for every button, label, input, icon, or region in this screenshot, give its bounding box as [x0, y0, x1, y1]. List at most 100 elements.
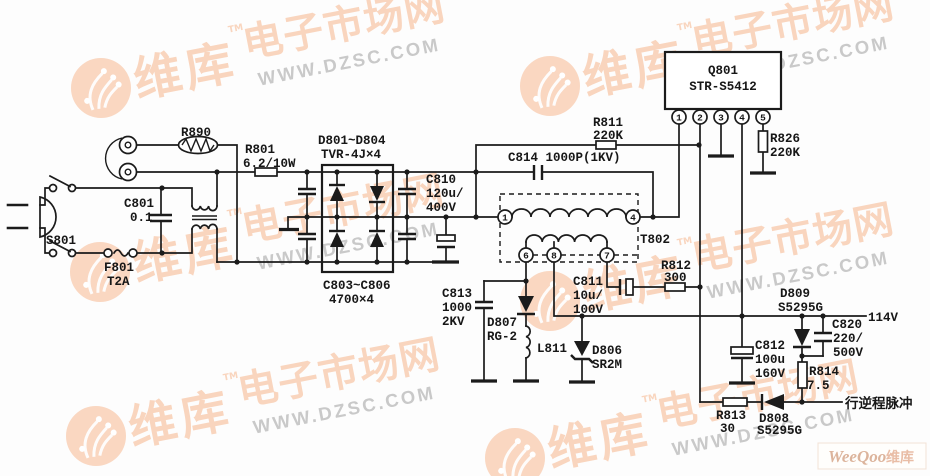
label-flyback-pulse: 行逆程脉冲: [844, 395, 913, 412]
ic-q801: Q801 STR-S5412 1 2 3 4 5: [663, 50, 783, 158]
watermark-brand: 维库: [129, 34, 242, 109]
label-c813: C813: [442, 287, 472, 301]
diode-d809: D809 S5295G: [778, 287, 823, 349]
t802-pin-8: 8: [551, 251, 557, 262]
watermark-tile-bottom-left: 维库 TM 电子市场网 WWW.DZSC.COM: [66, 331, 444, 466]
watermark-tile-top-left: 维库 TM 电子市场网 WWW.DZSC.COM: [71, 0, 449, 118]
label-q801-part: STR-S5412: [689, 80, 757, 94]
label-c820-v1: 220/: [833, 332, 863, 346]
label-r811: R811: [593, 116, 623, 130]
capacitor-c820: C820 220/ 500V: [814, 318, 864, 360]
label-c810: C810: [426, 173, 456, 187]
weiku-logo-icon: [71, 58, 131, 118]
resistor-r814: R814 7.5: [797, 361, 840, 393]
label-r813: R813: [716, 409, 746, 423]
label-d806-value: SR2M: [592, 358, 622, 372]
transformer-t802: 1 4 6 8 7 T802: [497, 193, 670, 263]
label-c803-c806-value: 4700×4: [329, 293, 375, 307]
label-r814: R814: [809, 365, 840, 379]
q801-pin-4: 4: [739, 113, 745, 124]
capacitor-c812: C812 100u 160V: [729, 339, 786, 385]
fuse-f801: F801 T2A: [103, 248, 138, 289]
label-d806: D806: [592, 344, 622, 358]
watermark-tile-mid-right: 维库 TM 电子市场网 WWW.DZSC.COM: [520, 196, 898, 331]
label-c810-v1: 120u/: [426, 187, 464, 201]
capacitor-c814: C814 1000P(1KV): [508, 151, 621, 180]
watermark-tm: TM: [676, 21, 693, 34]
label-c812-v1: 100u: [755, 353, 785, 367]
label-c811-v2: 100V: [573, 303, 604, 317]
diode-d807: D807 RG-2: [487, 296, 535, 344]
label-d801-d804: D801~D804: [318, 134, 386, 148]
watermark-tm: TM: [641, 393, 658, 406]
label-c813-v2: 2KV: [442, 315, 465, 329]
label-d808: D808: [759, 412, 789, 426]
diode-d808: D808 S5295G: [757, 394, 802, 438]
watermark-tm: TM: [676, 236, 693, 249]
watermark-brand: 维库: [124, 382, 237, 457]
label-c812-v2: 160V: [755, 367, 786, 381]
label-r801-value: 6.2/10W: [243, 157, 296, 171]
capacitor-c813: C813 1000 2KV: [442, 287, 497, 383]
label-r813-value: 30: [720, 422, 735, 436]
label-c801-value: 0.1: [130, 211, 153, 225]
badge-brand: WeeQoo: [828, 447, 886, 466]
wire-layer: [6, 123, 867, 403]
capacitor-c801: C801 0.1: [124, 197, 172, 225]
resistor-r813: R813 30: [716, 397, 748, 436]
switch-s801: S801: [46, 174, 77, 258]
label-c811: C811: [573, 275, 603, 289]
zener-d806: D806 SR2M: [569, 341, 622, 384]
label-f801: F801: [104, 261, 134, 275]
label-r826-value: 220K: [770, 146, 801, 160]
label-c820-v2: 500V: [833, 346, 864, 360]
label-c811-v1: 10u/: [573, 289, 603, 303]
watermark-brand: 维库: [128, 218, 241, 293]
watermark-tm: TM: [227, 23, 244, 36]
label-c810-v2: 400V: [426, 201, 457, 215]
label-r890: R890: [181, 126, 211, 140]
inductor-l811: L811: [513, 325, 567, 383]
weeqoo-badge: WeeQoo 维库: [817, 442, 927, 470]
t802-pin-4: 4: [630, 213, 636, 224]
label-f801-value: T2A: [107, 275, 130, 289]
q801-pin-2: 2: [697, 113, 703, 124]
resistor-r801: R801 6.2/10W: [243, 143, 296, 177]
label-r811-value: 220K: [593, 129, 624, 143]
label-r812: R812: [661, 259, 691, 273]
ac-plug: [39, 195, 57, 239]
degauss-connector: [104, 135, 138, 182]
label-c803-c806: C803~C806: [323, 279, 391, 293]
t802-pin-6: 6: [523, 251, 529, 262]
resistor-r826: R826 220K: [750, 130, 801, 175]
capacitor-c810: C810 120u/ 400V: [426, 173, 464, 264]
label-l811: L811: [537, 342, 567, 356]
q801-pin-1: 1: [676, 113, 682, 124]
label-r826: R826: [770, 132, 800, 146]
label-c820: C820: [832, 318, 862, 332]
posistor-r890: R890: [177, 126, 219, 155]
line-filter: [191, 205, 218, 230]
capacitor-c811: C811 10u/ 100V: [573, 275, 634, 317]
t802-pin-1: 1: [502, 213, 508, 224]
label-t802: T802: [640, 233, 670, 247]
badge-suffix: 维库: [886, 449, 914, 466]
label-d801-d804-value: TVR-4J×4: [321, 148, 382, 162]
label-r812-value: 300: [664, 271, 687, 285]
label-c814: C814 1000P(1KV): [508, 151, 621, 165]
q801-pin-3: 3: [718, 113, 724, 124]
label-q801: Q801: [708, 64, 738, 78]
label-d808-value: S5295G: [757, 424, 802, 438]
resistor-r811: R811 220K: [593, 116, 624, 150]
junction-dots: [159, 142, 826, 405]
q801-pin-5: 5: [760, 113, 766, 124]
label-d807: D807: [487, 316, 517, 330]
watermark-tm: TM: [226, 207, 243, 220]
label-r814-value: 7.5: [807, 379, 830, 393]
label-c801: C801: [124, 197, 154, 211]
label-c813-v1: 1000: [442, 301, 472, 315]
t802-pin-7: 7: [604, 251, 610, 262]
label-d809-value: S5295G: [778, 301, 823, 315]
